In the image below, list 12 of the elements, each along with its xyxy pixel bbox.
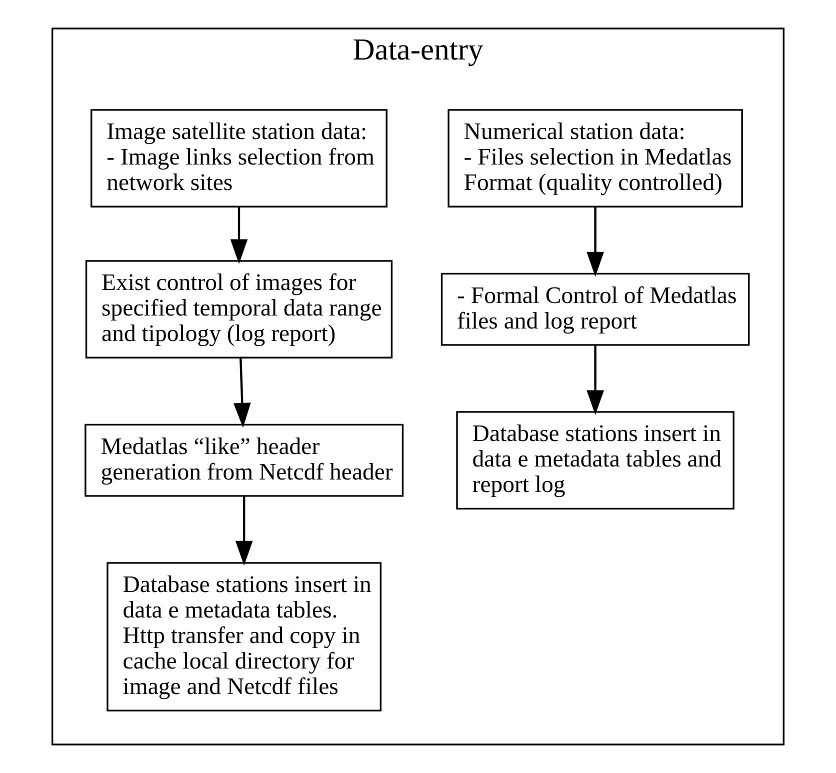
node-box: Numerical station data: - Files selection in Medatlas Format (quality controlled) xyxy=(448,109,743,208)
arrow xyxy=(233,358,251,428)
node-box: Medatlas “like” header generation from Netcdf header xyxy=(84,424,404,497)
node-box: Database stations insert in data e metadata tables. Http transfer and copy in cache local directory for image and Netcdf files xyxy=(106,562,382,712)
arrow xyxy=(235,496,253,566)
node-box: Database stations insert in data e metadata tables and report log xyxy=(456,411,734,510)
node-box: Exist control of images for specified temporal data range and tipology (log report) xyxy=(85,260,393,358)
node-box: Image satellite station data: - Image links selection from network sites xyxy=(90,109,388,208)
arrow xyxy=(586,206,604,277)
arrow xyxy=(586,345,604,416)
node-box: - Formal Control of Medatlas files and log report xyxy=(440,272,750,346)
arrow xyxy=(230,206,248,264)
